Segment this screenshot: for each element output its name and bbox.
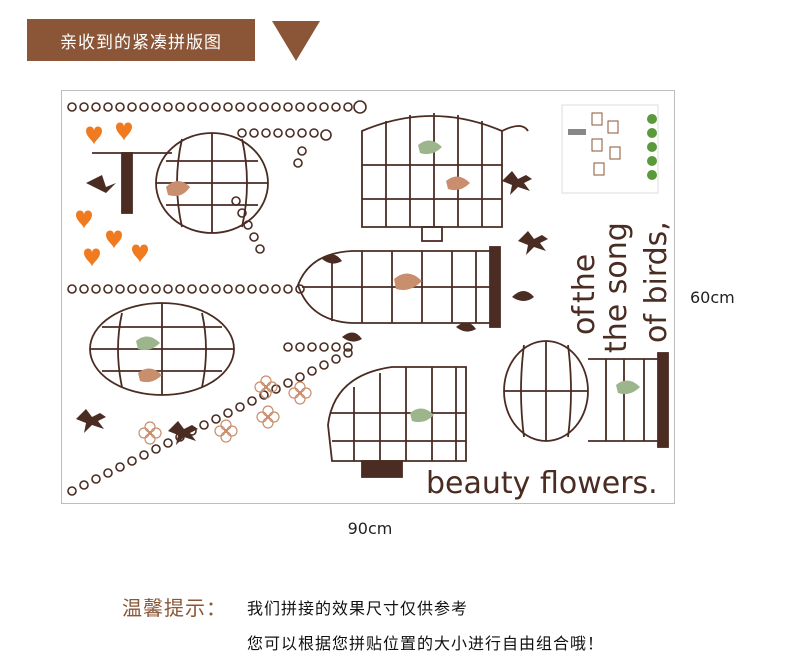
birdcage-icon	[361, 113, 529, 242]
birdcage-icon	[503, 340, 669, 448]
quote-of: of	[567, 305, 602, 335]
header-label: 亲收到的紧凑拼版图	[27, 19, 255, 61]
quote-the: the	[567, 254, 602, 303]
quote-of-birds: of birds,	[639, 221, 674, 343]
leaf-icon	[322, 254, 534, 342]
quote-beauty-flowers: beauty flowers.	[426, 466, 658, 501]
birdcage-icon	[89, 302, 235, 396]
tips-line-1: 我们拼接的效果尺寸仅供参考	[247, 599, 469, 618]
heart-icon	[76, 122, 148, 267]
wall-sticker-artwork: the the song of birds, of beauty flowers…	[67, 100, 674, 501]
down-arrow-icon	[272, 21, 320, 61]
height-dimension-label: 60cm	[690, 288, 735, 307]
tips-title: 温馨提示：	[122, 596, 227, 620]
thumbnail-icon	[561, 104, 659, 194]
birdcage-icon	[92, 132, 269, 234]
birdcage-icon	[327, 366, 467, 478]
width-dimension-label: 90cm	[347, 519, 393, 538]
sticker-layout-image: the the song of birds, of beauty flowers…	[61, 90, 675, 504]
tips-line-2: 您可以根据您拼贴位置的大小进行自由组合哦！	[247, 634, 605, 653]
quote-the-song: the song	[599, 222, 634, 353]
